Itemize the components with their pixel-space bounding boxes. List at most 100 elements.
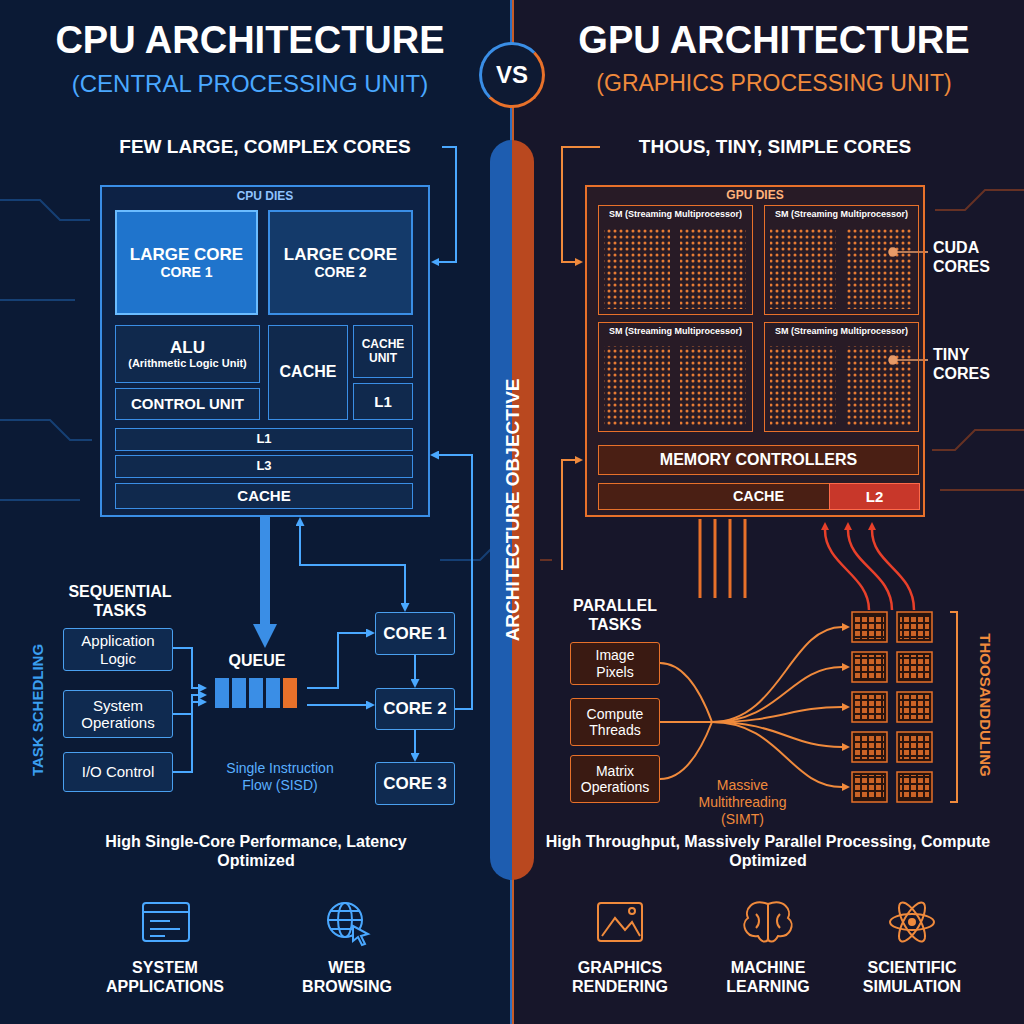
- footer-icons: [353, 926, 368, 945]
- large-core: LARGE CORECORE 2: [268, 210, 413, 315]
- label-text: SYSTEM APPLICATIONS: [100, 958, 230, 996]
- connector-arrow: [414, 730, 416, 753]
- label-text: High Single-Core Performance, Latency Op…: [91, 832, 421, 870]
- circuit-traces: [935, 190, 1024, 210]
- connector-arrow: [307, 633, 366, 688]
- node-text: CPU DIES: [237, 190, 294, 204]
- parallel-task: Matrix Operations: [570, 755, 660, 803]
- task-box: Application Logic: [63, 628, 173, 671]
- label-text: PARALLEL TASKS: [558, 596, 672, 634]
- cache-bar: CACHE: [115, 483, 413, 509]
- gpu-die: GPU DIESSM (Streaming Multiprocessor)SM …: [585, 185, 925, 517]
- thread-block-grid: [855, 775, 884, 799]
- cache-data-lines: [714, 519, 717, 598]
- footer-icons: [744, 902, 768, 941]
- footer-icons: [598, 903, 642, 941]
- label-text: SEQUENTIAL TASKS: [55, 582, 185, 620]
- thread-block-grid: [855, 615, 884, 639]
- label-text: (CENTRAL PROCESSING UNIT): [30, 70, 470, 99]
- thread-fan: [712, 667, 842, 722]
- l3-bar: L3: [115, 455, 413, 478]
- thread-block-grid: [897, 692, 932, 722]
- node-text: CACHE: [280, 363, 337, 381]
- circuit-traces: [440, 545, 495, 560]
- connector-arrow: [173, 648, 198, 688]
- result-arrows: [848, 530, 892, 610]
- footer-icons: [756, 914, 780, 928]
- thread-fan: [660, 627, 842, 787]
- cache-data-lines: [700, 519, 745, 598]
- thread-fan: [660, 663, 712, 722]
- node-text: CACHE: [237, 487, 290, 504]
- thread-block-grid: [852, 652, 887, 682]
- node-text: LARGE CORE: [284, 245, 397, 265]
- thread-block-grid: [900, 775, 929, 799]
- parallel-task: Compute Threads: [570, 698, 660, 746]
- bracket: [950, 612, 957, 802]
- node-text: Compute Threads: [575, 706, 655, 738]
- thread-block-grid: [897, 652, 932, 682]
- label-text: (GRAPHICS PROCESSING UNIT): [554, 70, 994, 98]
- node-text: I/O Control: [82, 763, 155, 780]
- node-text: CACHE UNIT: [358, 338, 408, 366]
- thread-fan: [712, 627, 842, 722]
- bracket: [950, 612, 957, 802]
- parallel-task: Image Pixels: [570, 642, 660, 685]
- leader-arrows: [439, 147, 456, 262]
- footer-icons: [143, 912, 189, 936]
- gpu-cache-bar: CACHE L2: [598, 483, 919, 510]
- footer-icons: [598, 899, 934, 945]
- thread-block-grid: [897, 612, 932, 642]
- thread-block-grid: [852, 612, 932, 802]
- label-text: Massive Multithreading (SIMT): [680, 777, 805, 827]
- node-text: L2: [866, 488, 884, 505]
- label-text: MACHINE LEARNING: [703, 958, 833, 996]
- result-arrows: [872, 530, 914, 610]
- node-text: Matrix Operations: [575, 763, 655, 795]
- circuit-traces: [0, 420, 92, 440]
- connector-arrow: [300, 526, 405, 603]
- thread-block-grid: [855, 695, 884, 719]
- thread-fan: [712, 707, 842, 722]
- thread-block-grid: [900, 695, 929, 719]
- connector-arrow: [173, 702, 198, 772]
- label-text: Single Instruction Flow (SISD): [215, 760, 345, 794]
- result-arrows: [825, 530, 914, 610]
- node-text: VS: [496, 61, 528, 89]
- node-text: LARGE CORE: [130, 245, 243, 265]
- node-text: Application Logic: [68, 632, 168, 667]
- streaming-multiprocessor: SM (Streaming Multiprocessor): [598, 205, 753, 315]
- memory-controllers: MEMORY CONTROLLERS: [598, 445, 919, 475]
- node-text: CORE 2: [314, 264, 366, 280]
- circuit-traces: [540, 559, 552, 561]
- thread-block-grid: [900, 615, 929, 639]
- node-text: CORE 3: [383, 774, 446, 794]
- background-halves: [0, 0, 512, 1024]
- l2-cache: L2: [829, 483, 920, 510]
- footer-icons: [143, 903, 189, 941]
- label-text: THOUS, TINY, SIMPLE CORES: [610, 136, 940, 159]
- label-text: TINY CORES: [933, 345, 1018, 383]
- node-text: SM (Streaming Multiprocessor): [609, 209, 742, 219]
- core-box: CORE 2: [375, 688, 455, 730]
- label-text: High Throughput, Massively Parallel Proc…: [543, 832, 993, 870]
- label-text: TASK SCHEDLING: [29, 644, 47, 776]
- node-text: CACHE: [733, 488, 784, 505]
- footer-icons: [602, 918, 640, 936]
- streaming-multiprocessor: SM (Streaming Multiprocessor): [764, 322, 919, 432]
- queue-slots: [215, 678, 229, 708]
- thread-block-grid: [855, 655, 884, 679]
- connector-arrow: [260, 517, 270, 624]
- core-box: CORE 1: [375, 612, 455, 655]
- node-text: SM (Streaming Multiprocessor): [775, 209, 908, 219]
- footer-icons: [894, 899, 930, 945]
- node-text: L1: [256, 432, 271, 447]
- thread-block-grid: [900, 655, 929, 679]
- thread-block-grid: [897, 732, 932, 762]
- connector-arrow: [307, 704, 366, 706]
- background-halves: [512, 0, 1024, 1024]
- cache-unit: CACHE UNIT: [353, 325, 413, 378]
- thread-fan: [712, 722, 842, 747]
- thread-block-grid: [852, 772, 887, 802]
